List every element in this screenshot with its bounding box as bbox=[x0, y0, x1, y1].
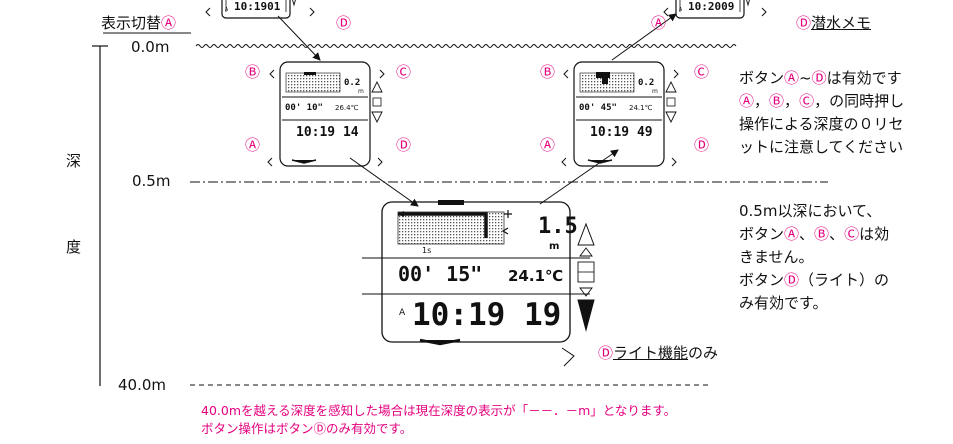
side-buttons bbox=[371, 80, 383, 124]
upper-line2-sep1: ， bbox=[754, 92, 770, 110]
top-left-time: 10:1901 bbox=[234, 0, 281, 13]
depth-label-surface: 0.0m bbox=[131, 38, 170, 56]
button-a-marker[interactable]: Ⓐ bbox=[161, 14, 177, 32]
light-function-label: Ⓓライト機能のみ bbox=[598, 342, 718, 363]
svg-text:A: A bbox=[225, 7, 228, 13]
button-a-marker-top-right[interactable]: Ⓐ bbox=[651, 14, 667, 32]
light-only-suffix: のみ bbox=[688, 344, 719, 362]
large-temp: 24.1℃ bbox=[508, 267, 564, 285]
upper-note-line-3: 操作による深度の０リセ bbox=[739, 115, 904, 133]
upper-note-line-2: Ⓐ，Ⓑ，Ⓒ，の同時押し bbox=[739, 90, 904, 113]
watch-surface-right bbox=[561, 61, 679, 167]
surface-right-unit: m bbox=[652, 88, 658, 95]
upper-line1-suffix: は有効です bbox=[826, 69, 902, 87]
bottom-note-line-1: 40.0mを越える深度を感知した場合は現在深度の表示が「－－．－m」となります。 bbox=[201, 403, 677, 418]
large-time: 10:19 19 bbox=[412, 297, 562, 333]
upper-note-line-4: ットに注意してください bbox=[739, 138, 904, 156]
depth-axis-char-1: 深 bbox=[66, 152, 82, 170]
button-d-marker-memo[interactable]: Ⓓ bbox=[796, 14, 812, 32]
surface-right-time: 10:19 49 bbox=[590, 125, 653, 140]
watch-top-left: A bbox=[205, 0, 315, 19]
lower-line2-sep2: 、 bbox=[829, 225, 845, 243]
surface-line bbox=[195, 44, 737, 48]
lower-note-line-5: み有効です。 bbox=[739, 294, 828, 312]
depth-axis-char-2: 度 bbox=[66, 238, 82, 256]
arrow-large-to-right bbox=[539, 149, 619, 205]
upper-right-note: ボタンⒶ~Ⓓは有効です Ⓐ，Ⓑ，Ⓒ，の同時押し 操作による深度の０リセ ットに注… bbox=[739, 67, 904, 159]
arrow-right-to-top bbox=[611, 13, 677, 61]
large-interval: 1s bbox=[422, 246, 432, 255]
button-d-ref-3: Ⓓ bbox=[313, 421, 327, 436]
light-function-text: ライト機能 bbox=[613, 344, 689, 362]
surface-left-depth: 0.2 bbox=[344, 78, 361, 88]
button-a-ref-2: Ⓐ bbox=[739, 92, 755, 110]
lower-note-line-3: きません。 bbox=[739, 248, 814, 266]
light-pointer bbox=[561, 347, 575, 367]
large-ampm: A bbox=[399, 308, 406, 318]
bottom-notes: 40.0mを越える深度を感知した場合は現在深度の表示が「－－．－m」となります。… bbox=[201, 402, 676, 438]
watch-surface-left bbox=[267, 61, 385, 167]
button-a-ref-3: Ⓐ bbox=[784, 225, 800, 243]
upper-line1-range: ~ bbox=[799, 69, 812, 87]
svg-text:A: A bbox=[679, 7, 682, 13]
lower-note-line-1: 0.5m以深において、 bbox=[739, 202, 882, 220]
lower-line4-prefix: ボタン bbox=[739, 271, 785, 289]
button-d-marker-top-left[interactable]: Ⓓ bbox=[336, 14, 352, 32]
button-b-marker-left[interactable]: Ⓑ bbox=[245, 63, 261, 81]
surface-left-dive-time: 00' 10" bbox=[285, 103, 323, 113]
upper-line2-suffix: ，の同時押し bbox=[814, 92, 905, 110]
button-c-ref-2: Ⓒ bbox=[844, 225, 860, 243]
button-d-marker-left[interactable]: Ⓓ bbox=[396, 136, 412, 154]
arrow-surface-to-large bbox=[349, 157, 419, 207]
lower-note-line-2: ボタンⒶ、Ⓑ、Ⓒは効 bbox=[739, 223, 889, 246]
surface-left-unit: m bbox=[358, 88, 364, 95]
button-a-marker-right[interactable]: Ⓐ bbox=[540, 136, 556, 154]
watch-top-right: A bbox=[663, 0, 767, 19]
button-b-marker-right[interactable]: Ⓑ bbox=[540, 63, 556, 81]
button-d-ref-2: Ⓓ bbox=[784, 271, 800, 289]
lower-note-line-4: ボタンⒹ（ライト）の bbox=[739, 269, 889, 292]
surface-left-time: 10:19 14 bbox=[296, 125, 359, 140]
lower-line2-suffix: は効 bbox=[859, 225, 890, 243]
button-d-marker-right[interactable]: Ⓓ bbox=[694, 136, 710, 154]
button-d-ref: Ⓓ bbox=[811, 69, 827, 87]
depth-label-max: 40.0m bbox=[118, 376, 167, 394]
surface-right-temp: 24.1℃ bbox=[629, 104, 653, 112]
arrow-top-to-surface bbox=[277, 15, 321, 61]
button-a-ref: Ⓐ bbox=[784, 69, 800, 87]
large-dive-time: 00' 15" bbox=[398, 262, 483, 286]
upper-line2-sep2: ， bbox=[784, 92, 800, 110]
bottom-note-line-2: ボタン操作はボタンⒹのみ有効です。 bbox=[201, 420, 676, 438]
dive-memo-text: 潜水メモ bbox=[811, 14, 872, 32]
bottom-note-line2-suffix: のみ有効です。 bbox=[326, 421, 413, 436]
display-switch-label: 表示切替Ⓐ bbox=[101, 12, 176, 33]
watch-large bbox=[362, 200, 595, 346]
button-c-marker-right[interactable]: Ⓒ bbox=[694, 63, 710, 81]
display-switch-text: 表示切替 bbox=[101, 14, 162, 32]
top-right-time: 10:2009 bbox=[688, 0, 735, 13]
surface-right-depth: 0.2 bbox=[638, 78, 655, 88]
button-d-marker-light[interactable]: Ⓓ bbox=[598, 344, 614, 362]
surface-right-dive-time: 00' 45" bbox=[579, 103, 617, 113]
large-depth: 1.5 bbox=[538, 214, 578, 239]
lower-line2-sep1: 、 bbox=[799, 225, 815, 243]
button-a-marker-left[interactable]: Ⓐ bbox=[245, 136, 261, 154]
lower-line4-suffix: （ライト）の bbox=[799, 271, 890, 289]
button-c-marker-left[interactable]: Ⓒ bbox=[396, 63, 412, 81]
depth-label-half: 0.5m bbox=[132, 172, 171, 190]
upper-note-line-1: ボタンⒶ~Ⓓは有効です bbox=[739, 67, 904, 90]
lower-line2-prefix: ボタン bbox=[739, 225, 785, 243]
bottom-note-line2-prefix: ボタン操作はボタン bbox=[201, 421, 314, 436]
dive-memo-label: Ⓓ潜水メモ bbox=[796, 12, 871, 33]
upper-line1-prefix: ボタン bbox=[739, 69, 785, 87]
button-b-ref-2: Ⓑ bbox=[814, 225, 830, 243]
large-side-buttons bbox=[577, 222, 595, 332]
button-b-ref: Ⓑ bbox=[769, 92, 785, 110]
lower-right-note: 0.5m以深において、 ボタンⒶ、Ⓑ、Ⓒは効 きません。 ボタンⒹ（ライト）の … bbox=[739, 200, 889, 315]
button-c-ref: Ⓒ bbox=[799, 92, 815, 110]
large-unit: m bbox=[549, 241, 560, 252]
surface-left-temp: 26.4℃ bbox=[335, 104, 359, 112]
